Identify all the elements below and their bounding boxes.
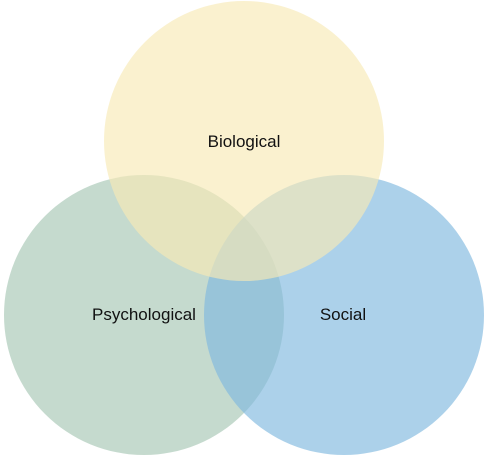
- psychological-label: Psychological: [92, 305, 196, 324]
- social-label: Social: [320, 305, 366, 324]
- biological-label: Biological: [208, 132, 281, 151]
- biological-circle: [104, 1, 384, 281]
